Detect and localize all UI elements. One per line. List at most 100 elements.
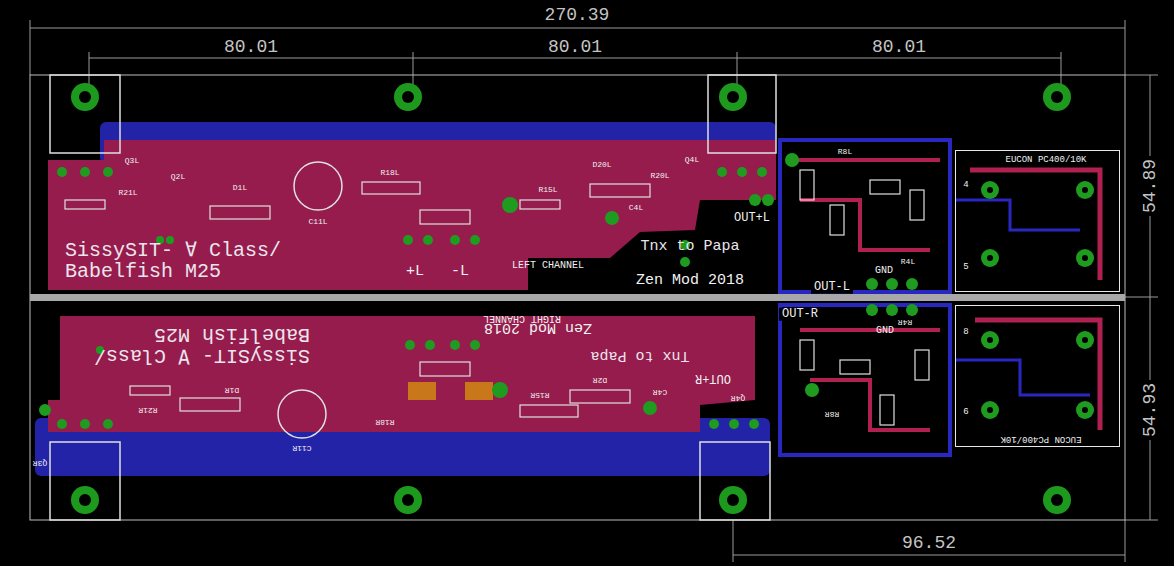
part-name: D1L — [233, 184, 247, 192]
pad — [866, 278, 878, 290]
extension-line — [737, 52, 738, 85]
pad — [450, 340, 460, 350]
resistor-outline — [520, 405, 578, 417]
drill — [987, 407, 993, 413]
pin-number: 8 — [960, 328, 971, 337]
pad — [906, 304, 918, 316]
pad — [709, 419, 719, 429]
part-name: D2R — [593, 376, 607, 384]
drill — [987, 337, 993, 343]
board-title: SissySIT- ∀ Class/ Babelfish M25 — [70, 324, 310, 366]
pad — [886, 304, 898, 316]
part-name: D20L — [592, 161, 611, 169]
part-name: R4L — [901, 258, 915, 266]
pad — [450, 235, 460, 245]
smd-outline — [880, 395, 894, 425]
credit-text: Zen Mod 2018 — [484, 319, 592, 335]
pad — [502, 197, 518, 213]
pad — [906, 278, 918, 290]
resistor-outline — [570, 390, 630, 403]
part-name: C11R — [292, 444, 311, 452]
mounting-hole — [719, 486, 747, 514]
resistor-outline — [210, 206, 270, 219]
dimension-line — [30, 28, 1125, 29]
part-name: R21R — [138, 406, 157, 414]
terminal-name: OUT+R — [695, 372, 731, 385]
drill — [1082, 407, 1088, 413]
credit-text: Tnx to Papa — [640, 239, 739, 255]
transistor-outline — [50, 442, 120, 520]
extension-line — [1061, 52, 1062, 85]
extension-line — [1125, 75, 1158, 76]
mounting-hole — [394, 83, 422, 111]
mounting-hole — [719, 83, 747, 111]
copper-pour: SissySIT- ∀ Class/ Babelfish M25RIGHT CH… — [48, 312, 756, 437]
dimension-value: 96.52 — [899, 534, 959, 553]
resistor-outline — [65, 200, 105, 209]
pad — [805, 383, 819, 397]
extension-line — [1125, 520, 1158, 521]
pad — [57, 419, 67, 429]
pad — [737, 167, 747, 177]
terminal-name: OUT+L — [734, 212, 770, 225]
resistor-outline — [180, 398, 240, 411]
terminal-name: GND — [875, 266, 893, 277]
part-name: R15L — [538, 186, 557, 194]
part-name: C4L — [629, 204, 643, 212]
drill — [1082, 255, 1088, 261]
resistor-outline — [420, 210, 470, 224]
pad — [80, 419, 90, 429]
part-name: Q4R — [731, 394, 745, 402]
pad — [425, 340, 435, 350]
resistor-outline — [420, 362, 470, 376]
transistor-outline — [700, 442, 770, 520]
smd-outline — [800, 340, 814, 370]
pad — [680, 257, 690, 267]
pad — [1076, 331, 1094, 349]
pad — [1076, 249, 1094, 267]
bottom-trace — [780, 140, 950, 292]
dimension-value: 80.01 — [545, 38, 605, 57]
part-name: R18R — [375, 418, 394, 426]
part-value: EUCON PC400/10K — [1000, 433, 1081, 442]
pad — [749, 419, 759, 429]
mounting-hole — [394, 486, 422, 514]
dimension-value: 270.39 — [542, 6, 613, 25]
smd-part — [465, 382, 493, 400]
resistor-outline — [590, 184, 650, 197]
pad — [405, 340, 415, 350]
drill — [987, 255, 993, 261]
mounting-hole — [1043, 83, 1071, 111]
smd-outline — [830, 205, 844, 235]
part-name: R20L — [650, 172, 669, 180]
connector-footprint: EUCON PC400/10K — [955, 305, 1120, 447]
pad — [403, 235, 413, 245]
pad — [1076, 181, 1094, 199]
drill — [1082, 187, 1088, 193]
pad — [981, 401, 999, 419]
credit-text: Zen Mod 2018 — [636, 273, 744, 289]
drill — [727, 91, 739, 103]
dimension-line — [89, 58, 1061, 59]
capacitor-outline — [294, 162, 342, 210]
terminal-name: -L — [451, 264, 469, 280]
transistor-outline — [708, 75, 776, 153]
pad — [492, 382, 508, 398]
smd-outline — [800, 170, 814, 200]
smd-outline — [840, 360, 870, 374]
top-copper-pour — [48, 316, 755, 432]
part-name: C11L — [308, 218, 327, 226]
pad — [605, 211, 619, 225]
drill — [402, 91, 414, 103]
pad — [717, 167, 727, 177]
terminal-name: GND — [876, 326, 894, 337]
drill — [402, 494, 414, 506]
dimension-value: 80.01 — [221, 38, 281, 57]
part-name: R8R — [825, 410, 839, 418]
pad — [762, 194, 774, 206]
drill — [987, 187, 993, 193]
mounting-hole — [1043, 486, 1071, 514]
drill — [1051, 494, 1063, 506]
pad — [470, 235, 480, 245]
pad — [39, 404, 51, 416]
